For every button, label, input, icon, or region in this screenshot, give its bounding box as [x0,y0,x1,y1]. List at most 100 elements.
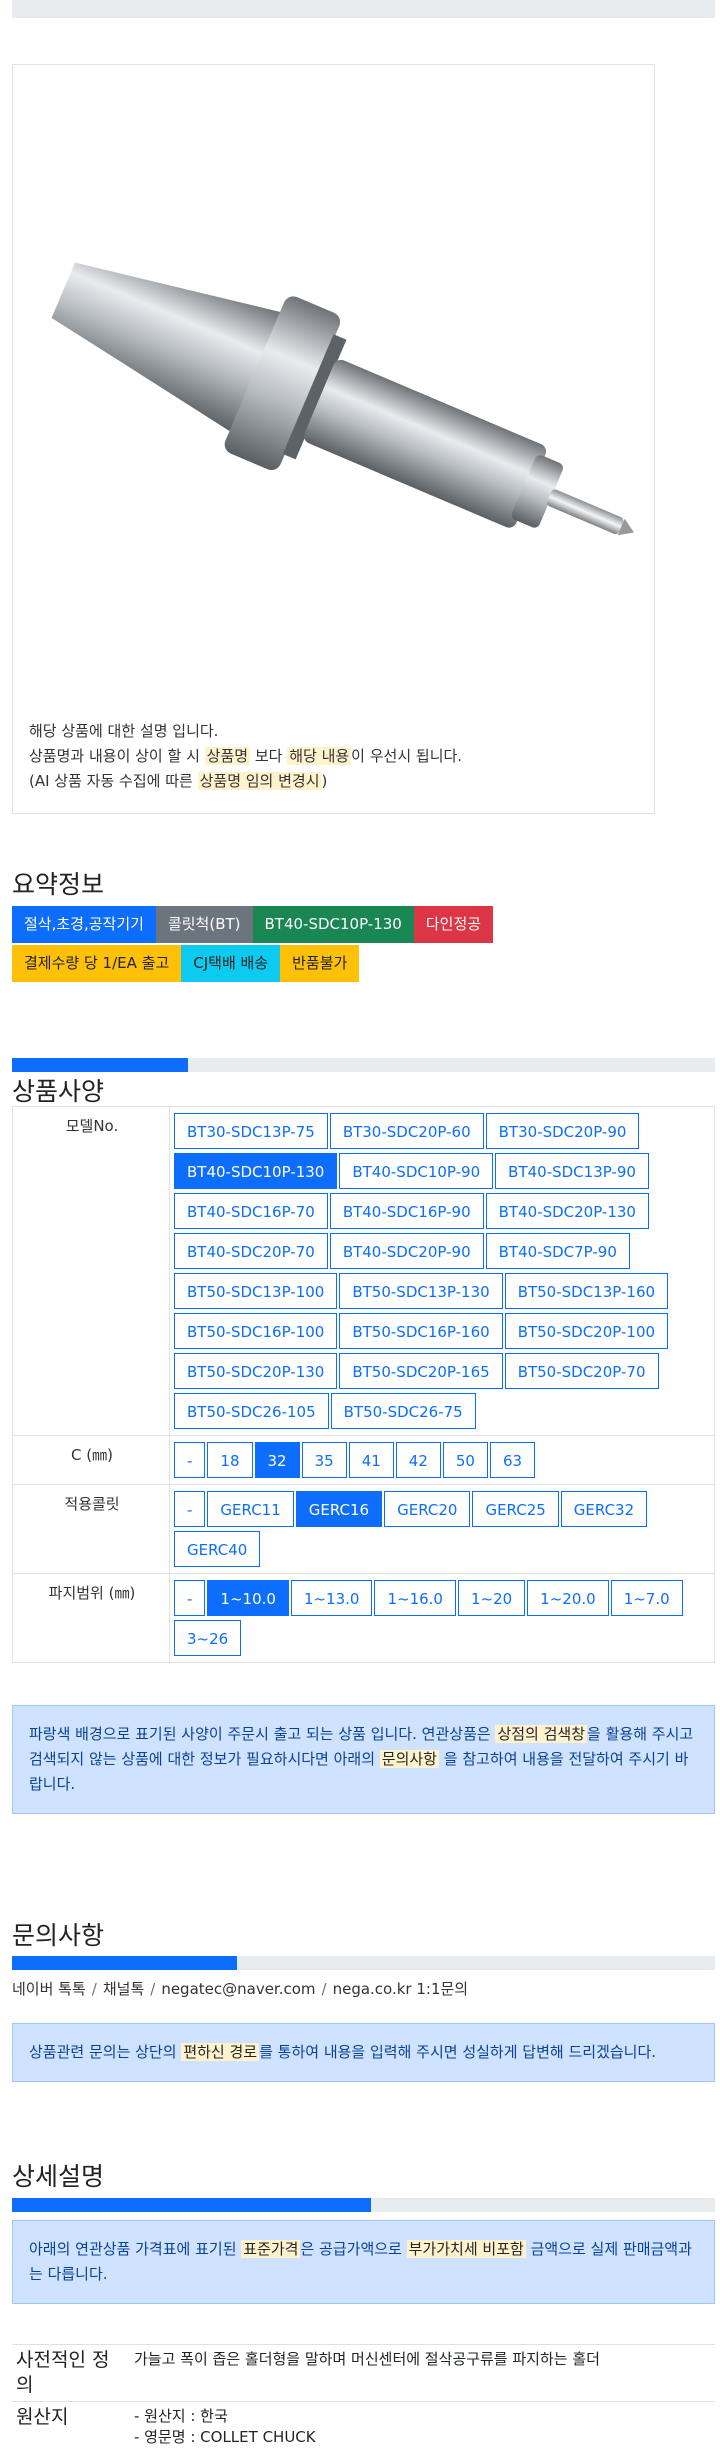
spec-option-button[interactable]: 42 [396,1442,441,1478]
link-separator: / [92,1980,97,1998]
summary-badge: 반품불가 [280,945,359,982]
spec-option-button[interactable]: BT50-SDC13P-130 [339,1273,502,1309]
spec-option-button[interactable]: GERC40 [174,1531,260,1567]
detail-value: - 원산지 : 한국- 영문명 : COLLET CHUCK [130,2402,715,2450]
spec-option-button[interactable]: BT50-SDC26-75 [331,1393,476,1429]
spec-option-button[interactable]: 1~7.0 [611,1580,683,1616]
spec-option-button[interactable]: BT40-SDC20P-130 [486,1193,649,1229]
product-image-panel: 해당 상품에 대한 설명 입니다. 상품명과 내용이 상이 할 시 상품명 보다… [12,64,655,814]
spec-option-button[interactable]: - [174,1491,205,1527]
spec-option-button[interactable]: 50 [443,1442,488,1478]
spec-title: 상품사양 [12,1072,104,1108]
highlight-route: 편하신 경로 [181,2043,259,2061]
desc-text: 보다 [250,747,287,765]
summary-badge: 콜릿척(BT) [156,906,253,943]
summary-badge: 결제수량 당 1/EA 출고 [12,945,181,982]
link-separator: / [150,1980,155,1998]
spec-option-button[interactable]: BT50-SDC13P-160 [505,1273,668,1309]
inquiry-progress-fill [12,1956,237,1970]
spec-option-button[interactable]: BT50-SDC20P-70 [505,1353,659,1389]
desc-line-3: (AI 상품 자동 수집에 따른 상품명 임의 변경시) [29,769,462,794]
contact-link[interactable]: 네이버 톡톡 [12,1980,86,1998]
spec-option-button[interactable]: BT40-SDC20P-70 [174,1233,328,1269]
spec-option-button[interactable]: 32 [255,1442,300,1478]
spec-option-button[interactable]: BT40-SDC10P-130 [174,1153,337,1189]
spec-label: 모델No. [13,1107,170,1436]
detail-value-line: - 원산지 : 한국 [134,2405,711,2426]
spec-option-button[interactable]: 1~13.0 [291,1580,373,1616]
spec-option-button[interactable]: 63 [490,1442,535,1478]
summary-badge: BT40-SDC10P-130 [253,906,414,943]
highlight-inquiry: 문의사항 [380,1750,439,1768]
desc-text: 상품명과 내용이 상이 할 시 [29,747,205,765]
detail-value-line: 가늘고 폭이 좁은 홀더형을 말하며 머신센터에 절삭공구류를 파지하는 홀더 [134,2348,711,2369]
spec-option-button[interactable]: BT40-SDC7P-90 [486,1233,630,1269]
spec-option-button[interactable]: GERC20 [384,1491,470,1527]
detail-row: 원산지- 원산지 : 한국- 영문명 : COLLET CHUCK [12,2402,715,2450]
highlight-name-change: 상품명 임의 변경시 [198,772,322,790]
link-separator: / [322,1980,327,1998]
product-image [23,195,653,585]
spec-option-button[interactable]: BT40-SDC16P-90 [330,1193,484,1229]
spec-option-button[interactable]: 1~16.0 [374,1580,456,1616]
spec-option-button[interactable]: BT50-SDC13P-100 [174,1273,337,1309]
spec-option-button[interactable]: BT50-SDC20P-100 [505,1313,668,1349]
spec-option-button[interactable]: BT50-SDC20P-130 [174,1353,337,1389]
spec-option-button[interactable]: BT50-SDC16P-160 [339,1313,502,1349]
spec-notice: 파랑색 배경으로 표기된 사양이 주문시 출고 되는 상품 입니다. 연관상품은… [12,1705,715,1814]
notice-text: 아래의 연관상품 가격표에 표기된 [29,2240,241,2258]
spec-option-button[interactable]: BT40-SDC13P-90 [495,1153,649,1189]
spec-option-button[interactable]: BT40-SDC16P-70 [174,1193,328,1229]
spec-option-button[interactable]: GERC32 [561,1491,647,1527]
desc-line-1: 해당 상품에 대한 설명 입니다. [29,719,462,744]
summary-badge: 절삭,초경,공작기기 [12,906,156,943]
spec-option-button[interactable]: BT30-SDC20P-90 [486,1113,640,1149]
spec-option-button[interactable]: GERC11 [207,1491,293,1527]
spec-option-button[interactable]: BT40-SDC10P-90 [339,1153,493,1189]
spec-option-button[interactable]: - [174,1442,205,1478]
spec-label: C (㎜) [13,1436,170,1485]
spec-option-button[interactable]: BT50-SDC26-105 [174,1393,329,1429]
contact-link[interactable]: nega.co.kr 1:1문의 [333,1980,469,1998]
contact-link[interactable]: negatec@naver.com [161,1980,315,1998]
spec-label: 적용콜릿 [13,1485,170,1574]
desc-text: 이 우선시 됩니다. [351,747,462,765]
spec-option-button[interactable]: 41 [349,1442,394,1478]
details-title: 상세설명 [12,2157,104,2193]
spec-option-button[interactable]: BT50-SDC20P-165 [339,1353,502,1389]
details-progress-fill [12,2198,371,2212]
highlight-vat: 부가가치세 비포함 [407,2240,526,2258]
notice-text: 상품관련 문의는 상단의 [29,2043,181,2061]
product-description: 해당 상품에 대한 설명 입니다. 상품명과 내용이 상이 할 시 상품명 보다… [29,719,462,794]
spec-option-button[interactable]: 1~20.0 [527,1580,609,1616]
detail-key: 원산지 [12,2402,130,2450]
contact-link[interactable]: 채널톡 [103,1980,144,1998]
summary-title: 요약정보 [12,865,104,901]
spec-progress-bar [12,1058,715,1072]
summary-badge: 다인정공 [414,906,493,943]
spec-option-button[interactable]: 35 [302,1442,347,1478]
spec-option-button[interactable]: BT30-SDC13P-75 [174,1113,328,1149]
spec-option-button[interactable]: 1~10.0 [207,1580,289,1616]
spec-option-button[interactable]: 18 [207,1442,252,1478]
spec-option-button[interactable]: BT30-SDC20P-60 [330,1113,484,1149]
spec-option-button[interactable]: 3~26 [174,1620,241,1656]
spec-option-button[interactable]: GERC16 [296,1491,382,1527]
spec-option-button[interactable]: - [174,1580,205,1616]
spec-option-button[interactable]: 1~20 [458,1580,525,1616]
spec-option-button[interactable]: BT50-SDC16P-100 [174,1313,337,1349]
spec-option-button[interactable]: BT40-SDC20P-90 [330,1233,484,1269]
spec-option-button[interactable]: GERC25 [472,1491,558,1527]
